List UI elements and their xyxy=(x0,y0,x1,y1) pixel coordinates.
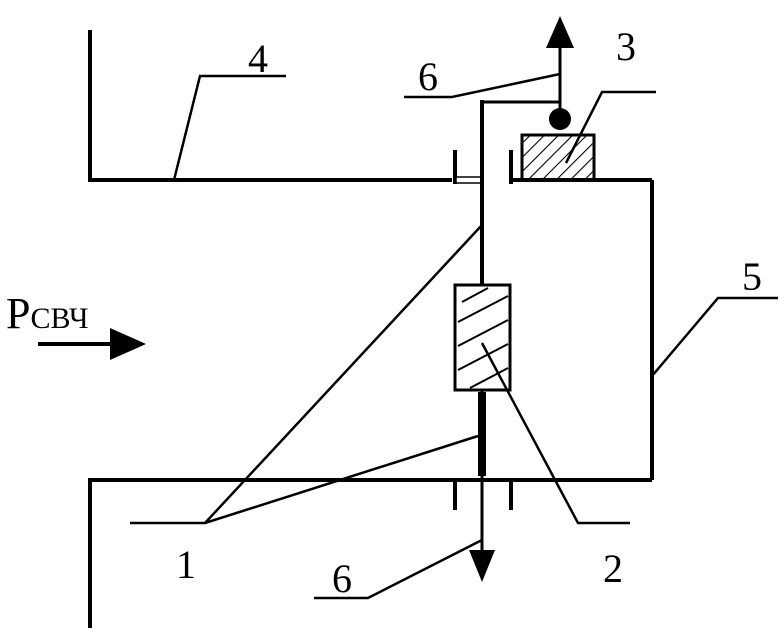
label-2: 2 xyxy=(603,546,623,591)
leader-2 xyxy=(480,342,630,525)
label-6-top: 6 xyxy=(418,54,438,99)
label-4: 4 xyxy=(248,36,268,81)
bottom-arrow-head xyxy=(469,550,495,582)
top-arrow-head xyxy=(546,16,574,48)
leader-4 xyxy=(172,74,286,181)
input-power-label: PСВЧ xyxy=(6,289,89,338)
top-contact-dot xyxy=(549,108,571,130)
element-2-hatch-2 xyxy=(457,295,509,323)
leader-1-b xyxy=(204,434,479,525)
upper-waveguide-wall xyxy=(88,30,452,182)
label-3: 3 xyxy=(616,24,636,69)
top-wall-gap xyxy=(455,176,483,184)
label-6-bottom: 6 xyxy=(332,556,352,601)
label-5: 5 xyxy=(742,254,762,299)
input-power-symbol: P xyxy=(6,289,30,338)
element-2-hatch-5 xyxy=(469,367,509,389)
label-1: 1 xyxy=(176,542,196,587)
element-3-body xyxy=(520,133,596,182)
input-arrow-head xyxy=(110,328,146,360)
input-power-subscript: СВЧ xyxy=(30,302,88,335)
element-2-hatch-1 xyxy=(461,287,489,303)
element-2-hatch-4 xyxy=(457,343,509,371)
top-output-wire xyxy=(482,40,562,104)
leader-5 xyxy=(651,296,778,377)
leader-6-top xyxy=(404,72,561,99)
element-2-hatch-3 xyxy=(457,319,509,347)
leader-3 xyxy=(564,90,656,164)
leader-6-bottom xyxy=(314,538,483,600)
lower-waveguide-wall xyxy=(88,478,652,628)
